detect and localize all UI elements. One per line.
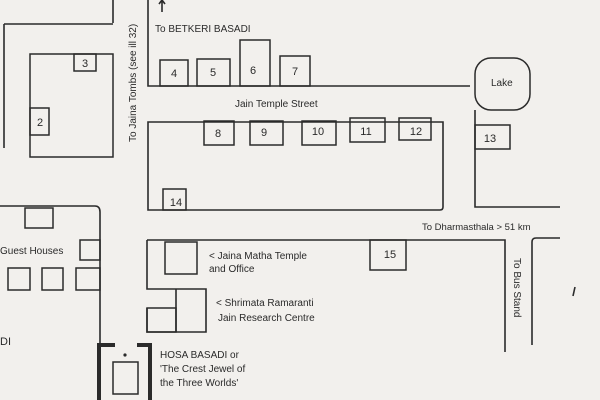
svg-text:9: 9	[261, 127, 267, 139]
road-label-bus-stand: To Bus Stand	[511, 258, 522, 317]
guest-house[interactable]	[79, 239, 101, 261]
building-8[interactable]: 8	[203, 120, 235, 146]
road-label-dharmasthala: To Dharmasthala > 51 km	[422, 222, 531, 233]
svg-text:Lake: Lake	[491, 78, 513, 89]
block-outline	[29, 53, 114, 158]
road-label-betkeri: To BETKERI BASADI	[155, 24, 251, 35]
building-10[interactable]: 10	[301, 120, 337, 146]
building-11[interactable]: 11	[349, 117, 386, 143]
guest-houses-label: Guest Houses	[0, 246, 63, 257]
partial-label: DI	[0, 336, 11, 348]
road-label-jaina-tombs: To Jaina Tombs (see ill 32)	[128, 24, 139, 142]
svg-text:2: 2	[37, 117, 43, 129]
hosa-basadi-label: HOSA BASADI or	[160, 350, 240, 361]
guest-house[interactable]	[41, 267, 64, 291]
guest-house[interactable]	[24, 207, 54, 229]
svg-text:14: 14	[170, 197, 182, 209]
svg-text:15: 15	[384, 249, 396, 261]
hosa-basadi-label: the Three Worlds'	[160, 378, 238, 389]
building-5[interactable]: 5	[196, 58, 231, 87]
building-2[interactable]: 2	[29, 107, 50, 136]
svg-text:5: 5	[210, 67, 216, 79]
svg-text:13: 13	[484, 133, 496, 145]
building-15[interactable]: 15	[369, 239, 407, 271]
guest-house[interactable]	[75, 267, 101, 291]
svg-text:3: 3	[82, 58, 88, 70]
hosa-basadi[interactable]	[97, 343, 152, 400]
guest-house[interactable]	[7, 267, 31, 291]
jaina-matha-label: < Jaina Matha Temple	[209, 251, 307, 262]
building-4[interactable]: 4	[159, 59, 189, 87]
building-9[interactable]: 9	[249, 120, 284, 146]
shrimata-label: Jain Research Centre	[218, 313, 315, 324]
building-14[interactable]: 14	[162, 188, 187, 211]
building-3[interactable]: 3	[73, 53, 97, 72]
building-7[interactable]: 7	[279, 55, 311, 87]
building-13[interactable]: 13	[474, 124, 511, 150]
jaina-matha-building[interactable]	[164, 241, 198, 275]
building-6[interactable]: 6	[239, 39, 271, 87]
svg-text:12: 12	[410, 126, 422, 138]
svg-text:7: 7	[292, 66, 298, 78]
jaina-matha-label: and Office	[209, 264, 255, 275]
shrimata-label: < Shrimata Ramaranti	[216, 298, 314, 309]
svg-text:6: 6	[250, 65, 256, 77]
svg-text:8: 8	[215, 128, 221, 140]
svg-text:10: 10	[312, 126, 324, 138]
building-12[interactable]: 12	[398, 117, 432, 141]
svg-text:4: 4	[171, 68, 177, 80]
hosa-basadi-label: 'The Crest Jewel of	[160, 364, 245, 375]
svg-text:11: 11	[360, 126, 371, 138]
north-arrow-icon	[158, 0, 166, 12]
shrimata-building[interactable]	[146, 307, 177, 333]
road-label-jain-temple-street: Jain Temple Street	[235, 99, 318, 110]
lake[interactable]: Lake	[474, 57, 531, 111]
